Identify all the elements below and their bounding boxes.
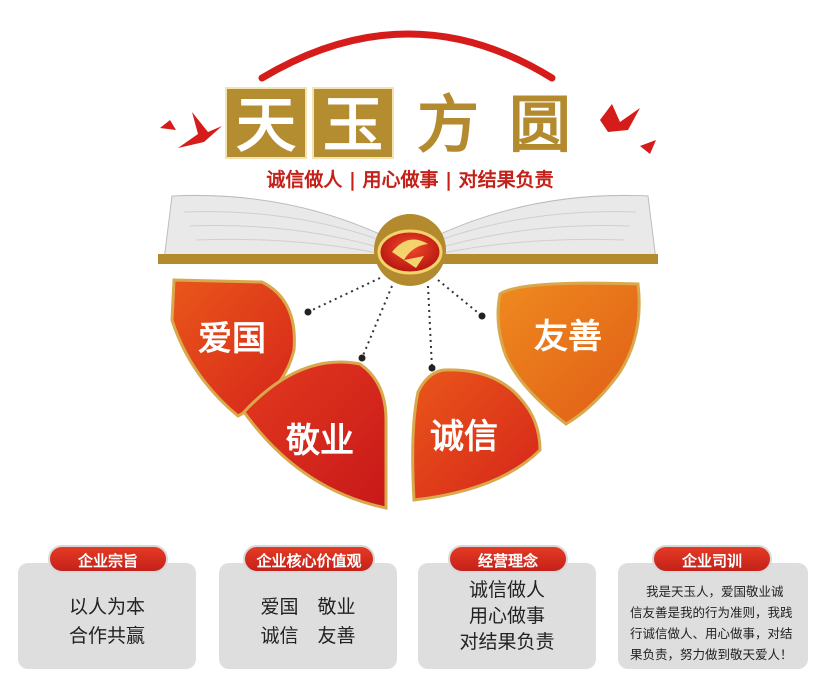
card-core-values-title: 企业核心价值观	[243, 545, 375, 573]
logo-char: 玉	[323, 91, 383, 161]
card-line: 爱国 敬业	[260, 596, 356, 618]
slogan: 诚信做人 | 用心做事 | 对结果负责	[266, 168, 553, 191]
card-line: 合作共赢	[68, 625, 145, 647]
logo-char: 方	[417, 88, 479, 161]
logo-tile	[225, 87, 307, 159]
logo-char: 天	[236, 91, 296, 161]
card-line: 对结果负责	[459, 631, 555, 653]
logo-tile	[312, 87, 394, 159]
card-line: 以人为本	[68, 596, 145, 618]
card-line: 行诚信做人、用心做事，对结	[630, 626, 793, 641]
card-mission-title: 企业宗旨	[48, 545, 168, 573]
value-label: 诚信	[430, 417, 498, 457]
logo-title: 天 玉 方 圆	[225, 87, 571, 161]
card-motto: 我是天玉人，爱国敬业诚 信友善是我的行为准则，我践 行诚信做人、用心做事，对结 …	[618, 563, 808, 669]
card-mission: 以人为本 合作共赢	[18, 563, 196, 669]
card-core-values: 爱国 敬业 诚信 友善	[219, 563, 397, 669]
value-label: 友善	[534, 317, 602, 357]
card-philosophy: 诚信做人 用心做事 对结果负责	[418, 563, 596, 669]
value-label: 敬业	[285, 421, 354, 461]
logo-char: 圆	[509, 88, 571, 161]
card-line: 用心做事	[468, 605, 545, 627]
value-label: 爱国	[198, 319, 266, 359]
petal-chengxin	[411, 368, 542, 502]
card-line: 信友善是我的行为准则，我践	[630, 605, 793, 620]
card-line: 果负责，努力做到敬天爱人！	[630, 647, 793, 662]
petal-youshan	[496, 281, 641, 426]
connector-lines	[307, 277, 483, 369]
company-emblem-icon	[374, 214, 446, 286]
petal-jingye	[242, 360, 388, 510]
top-arc	[258, 30, 556, 82]
culture-emblem: 天 玉 方 圆 诚信做人 | 用心做事 | 对结果负责 爱国 敬业 诚信 友善	[158, 30, 658, 510]
card-line: 诚信 友善	[260, 625, 356, 647]
card-line: 诚信做人	[468, 579, 545, 601]
card-philosophy-title: 经营理念	[448, 545, 568, 573]
card-line: 我是天玉人，爱国敬业诚	[646, 584, 784, 599]
card-motto-title: 企业司训	[652, 545, 772, 573]
bird-icon	[160, 104, 656, 154]
